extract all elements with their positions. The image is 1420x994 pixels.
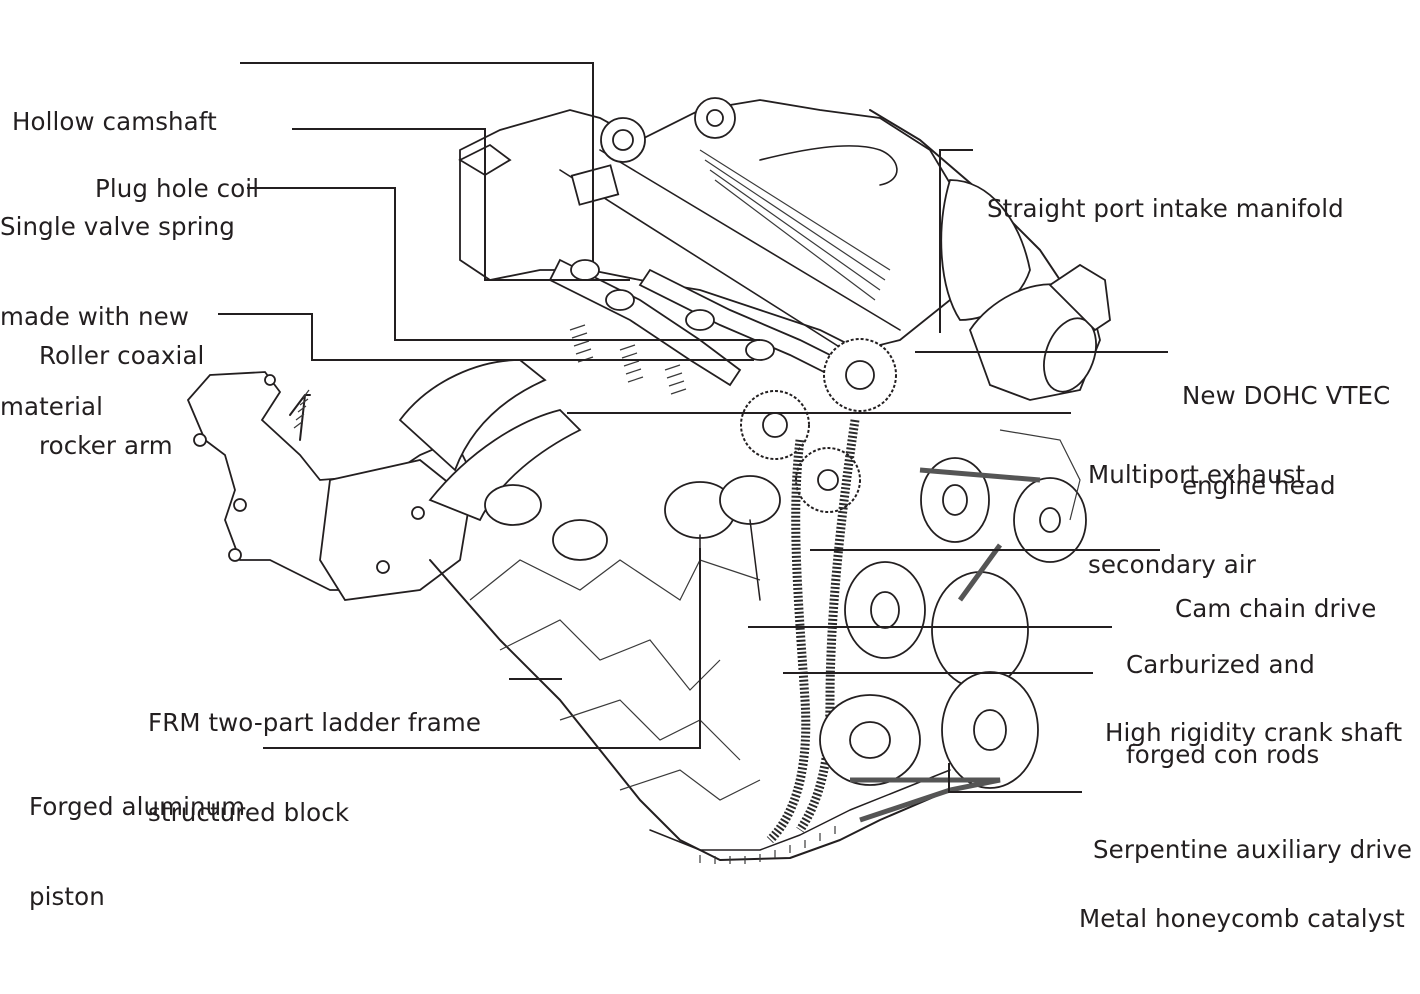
callout-plug-hole-coil: Plug hole coil — [95, 114, 259, 264]
callout-text: made with new — [0, 302, 189, 331]
callout-text: Plug hole coil — [95, 174, 260, 203]
callout-text: secondary air — [1088, 550, 1256, 579]
callout-text: Serpentine auxiliary drive — [1093, 835, 1413, 864]
callout-text: New DOHC VTEC — [1182, 381, 1391, 410]
leader-forged-aluminum-piston — [263, 548, 701, 749]
engine-illustration — [186, 97, 1111, 864]
callout-carburized-forged-con-rods: Carburized and forged con rods — [1126, 590, 1319, 830]
callout-serpentine-auxiliary-drive: Serpentine auxiliary drive — [1093, 775, 1412, 925]
leader-straight-port-intake-manifold — [939, 149, 973, 333]
callout-text: High rigidity crank shaft — [1105, 718, 1403, 747]
callout-text: Forged aluminum — [29, 792, 246, 821]
callout-straight-port-intake-manifold: Straight port intake manifold — [987, 134, 1344, 284]
callout-text: Hollow camshaft — [12, 107, 217, 136]
callout-forged-aluminum-piston: Forged aluminum piston — [29, 732, 245, 972]
callout-hollow-camshaft: Hollow camshaft — [12, 47, 217, 197]
callout-text: Multiport exhaust — [1088, 460, 1306, 489]
callout-text: material — [0, 392, 104, 421]
callout-text: piston — [29, 882, 105, 911]
callout-metal-honeycomb-catalyst: Metal honeycomb catalyst — [1079, 844, 1405, 994]
callout-text: Straight port intake manifold — [987, 194, 1344, 223]
callout-high-rigidity-crank-shaft: High rigidity crank shaft — [1105, 658, 1402, 808]
callout-dohc-vtec-engine-head: New DOHC VTEC engine head — [1182, 321, 1390, 561]
callout-multiport-exhaust-secondary-air: Multiport exhaust secondary air — [1088, 400, 1305, 640]
callout-roller-coaxial-rocker-arm: Roller coaxial rocker arm — [39, 281, 204, 521]
callout-text: structured block — [148, 798, 350, 827]
cylinder-head-drawing — [458, 97, 982, 395]
leader-lines — [218, 62, 1168, 793]
intake-manifold-drawing — [869, 109, 1111, 401]
callout-text: forged con rods — [1126, 740, 1320, 769]
callout-text: rocker arm — [39, 431, 173, 460]
leader-roller-coaxial-rocker-arm — [218, 313, 754, 361]
callout-text: engine head — [1182, 471, 1336, 500]
callout-frm-ladder-frame-block: FRM two-part ladder frame structured blo… — [148, 648, 481, 888]
leader-serpentine-auxiliary-drive — [948, 763, 1082, 793]
callout-text: Metal honeycomb catalyst — [1079, 904, 1405, 933]
callout-text: Carburized and — [1126, 650, 1315, 679]
timing-drive-drawing — [664, 338, 1087, 844]
callout-text: FRM two-part ladder frame — [148, 708, 482, 737]
callout-text: Single valve spring — [0, 212, 235, 241]
callout-single-valve-spring: Single valve spring made with new materi… — [0, 152, 235, 482]
leader-hollow-camshaft — [240, 62, 594, 262]
callout-text: Cam chain drive — [1175, 594, 1377, 623]
exhaust-manifold-drawing — [186, 359, 608, 601]
leader-single-valve-spring — [247, 187, 760, 341]
leader-plug-hole-coil — [292, 128, 630, 281]
callout-text: Roller coaxial — [39, 341, 205, 370]
callout-cam-chain-drive: Cam chain drive — [1175, 534, 1376, 684]
engine-diagram: Hollow camshaft Plug hole coil Single va… — [0, 47, 1412, 933]
